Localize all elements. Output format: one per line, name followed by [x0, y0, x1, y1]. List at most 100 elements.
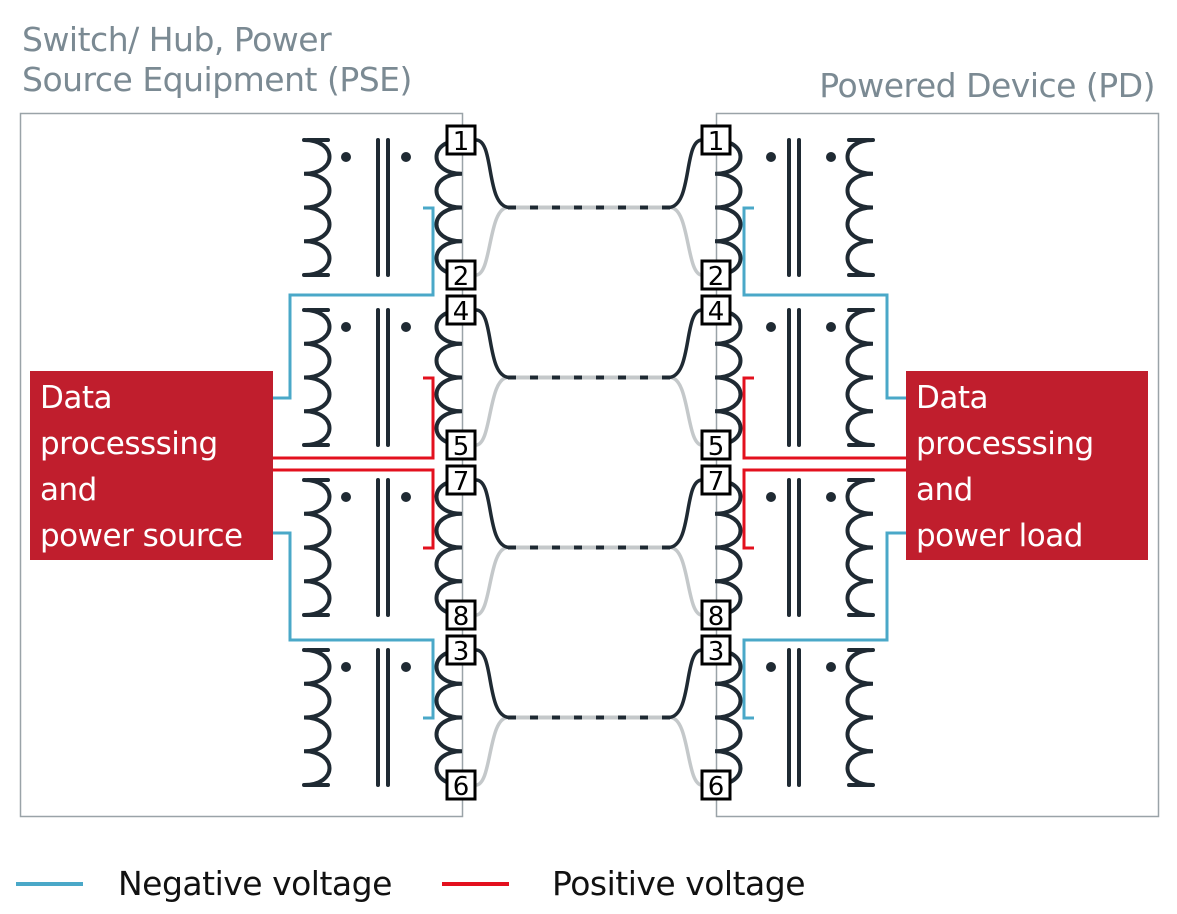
polarity-dot	[401, 662, 411, 672]
polarity-dot	[401, 492, 411, 502]
positive-voltage-wire	[742, 376, 906, 460]
legend-positive-label: Positive voltage	[552, 864, 806, 903]
negative-voltage-wire	[273, 206, 435, 400]
polarity-dot	[341, 152, 351, 162]
block-line: power load	[916, 518, 1083, 554]
cable-wire-light	[475, 375, 509, 447]
cable-wire-light	[475, 545, 509, 617]
block-line: Data	[916, 380, 989, 416]
cable-wire-light	[475, 715, 509, 787]
negative-voltage-wire	[742, 206, 906, 400]
pse-pin-8-label: 8	[453, 602, 470, 632]
pse-data-processing-block: Data processsing and power source	[30, 371, 273, 560]
pse-pin-3-box	[445, 634, 477, 666]
cable-wire-light	[475, 205, 509, 277]
polarity-dot	[766, 492, 776, 502]
transformer-winding-outer	[302, 478, 332, 617]
pd-pin-1-box	[700, 124, 732, 156]
block-line: and	[916, 472, 973, 508]
cable-wire-dark	[667, 138, 703, 210]
block-line: and	[40, 472, 97, 508]
pse-title-line2: Source Equipment (PSE)	[22, 60, 412, 99]
cable-wire-dark	[667, 648, 703, 720]
pse-pin-8-box	[445, 599, 477, 631]
transformer-winding-outer	[845, 138, 875, 277]
polarity-dot	[826, 492, 836, 502]
pd-data-processing-block: Data processsing and power load	[906, 371, 1148, 560]
polarity-dot	[766, 152, 776, 162]
pse-title: Switch/ Hub, Power Source Equipment (PSE…	[22, 20, 412, 100]
block-line: Data	[40, 380, 113, 416]
pd-pin-8-box	[700, 599, 732, 631]
pse-pin-5-label: 5	[453, 432, 470, 462]
pse-pin-7-label: 7	[453, 467, 470, 497]
pse-pin-6-label: 6	[453, 772, 470, 802]
transformer-winding-outer	[845, 308, 875, 447]
transformer-winding-outer	[845, 648, 875, 787]
positive-voltage-wire	[273, 468, 435, 550]
transformer-winding-inner	[713, 648, 743, 787]
transformer-winding-inner	[713, 138, 743, 277]
pse-pin-2-label: 2	[453, 262, 470, 292]
transformer-winding-outer	[302, 308, 332, 447]
polarity-dot	[341, 322, 351, 332]
transformer-winding-outer	[302, 648, 332, 787]
positive-voltage-wire	[273, 376, 435, 460]
pd-pin-4-box	[700, 294, 732, 326]
pse-pin-6-box	[445, 769, 477, 801]
transformer-winding-inner	[434, 478, 464, 617]
polarity-dot	[826, 322, 836, 332]
cable-wire-dark	[475, 138, 511, 210]
pd-pin-8-label: 8	[708, 602, 725, 632]
pd-pin-7-box	[700, 464, 732, 496]
transformer-winding-inner	[434, 308, 464, 447]
pse-pin-4-box	[445, 294, 477, 326]
polarity-dot	[401, 152, 411, 162]
transformer-winding-inner	[434, 138, 464, 277]
transformer-winding-inner	[713, 478, 743, 617]
pse-title-line1: Switch/ Hub, Power	[22, 20, 332, 59]
pd-pin-6-label: 6	[708, 772, 725, 802]
block-line: power source	[40, 518, 243, 554]
cable-wire-light	[669, 715, 703, 787]
pd-title: Powered Device (PD)	[819, 66, 1155, 105]
polarity-dot	[826, 152, 836, 162]
pd-pin-5-label: 5	[708, 432, 725, 462]
pd-pin-5-box	[700, 429, 732, 461]
block-line: processsing	[916, 426, 1094, 462]
cable-wire-dark	[667, 478, 703, 550]
pse-pin-2-box	[445, 259, 477, 291]
polarity-dot	[766, 662, 776, 672]
polarity-dot	[766, 322, 776, 332]
polarity-dot	[341, 492, 351, 502]
pd-pin-6-box	[700, 769, 732, 801]
transformer-winding-outer	[302, 138, 332, 277]
polarity-dot	[826, 662, 836, 672]
pd-pin-7-label: 7	[708, 467, 725, 497]
positive-voltage-wire	[742, 468, 906, 550]
pd-pin-2-label: 2	[708, 262, 725, 292]
legend-negative-label: Negative voltage	[118, 864, 392, 903]
pd-pin-2-box	[700, 259, 732, 291]
cable-wire-dark	[475, 308, 511, 380]
cable-wire-dark	[667, 308, 703, 380]
cable-wire-light	[669, 205, 703, 277]
transformer-winding-outer	[845, 478, 875, 617]
cable-wire-dark	[475, 478, 511, 550]
pd-pin-3-box	[700, 634, 732, 666]
pse-pin-3-label: 3	[453, 637, 470, 667]
cable-wire-dark	[475, 648, 511, 720]
pd-pin-1-label: 1	[708, 127, 725, 157]
cable-wire-light	[669, 545, 703, 617]
negative-voltage-wire	[273, 531, 435, 720]
transformer-winding-inner	[713, 308, 743, 447]
pd-pin-4-label: 4	[708, 297, 725, 327]
pse-pin-1-box	[445, 124, 477, 156]
block-line: processsing	[40, 426, 218, 462]
pse-pin-1-label: 1	[453, 127, 470, 157]
pse-pin-4-label: 4	[453, 297, 470, 327]
transformer-winding-inner	[434, 648, 464, 787]
cable-wire-light	[669, 375, 703, 447]
polarity-dot	[341, 662, 351, 672]
